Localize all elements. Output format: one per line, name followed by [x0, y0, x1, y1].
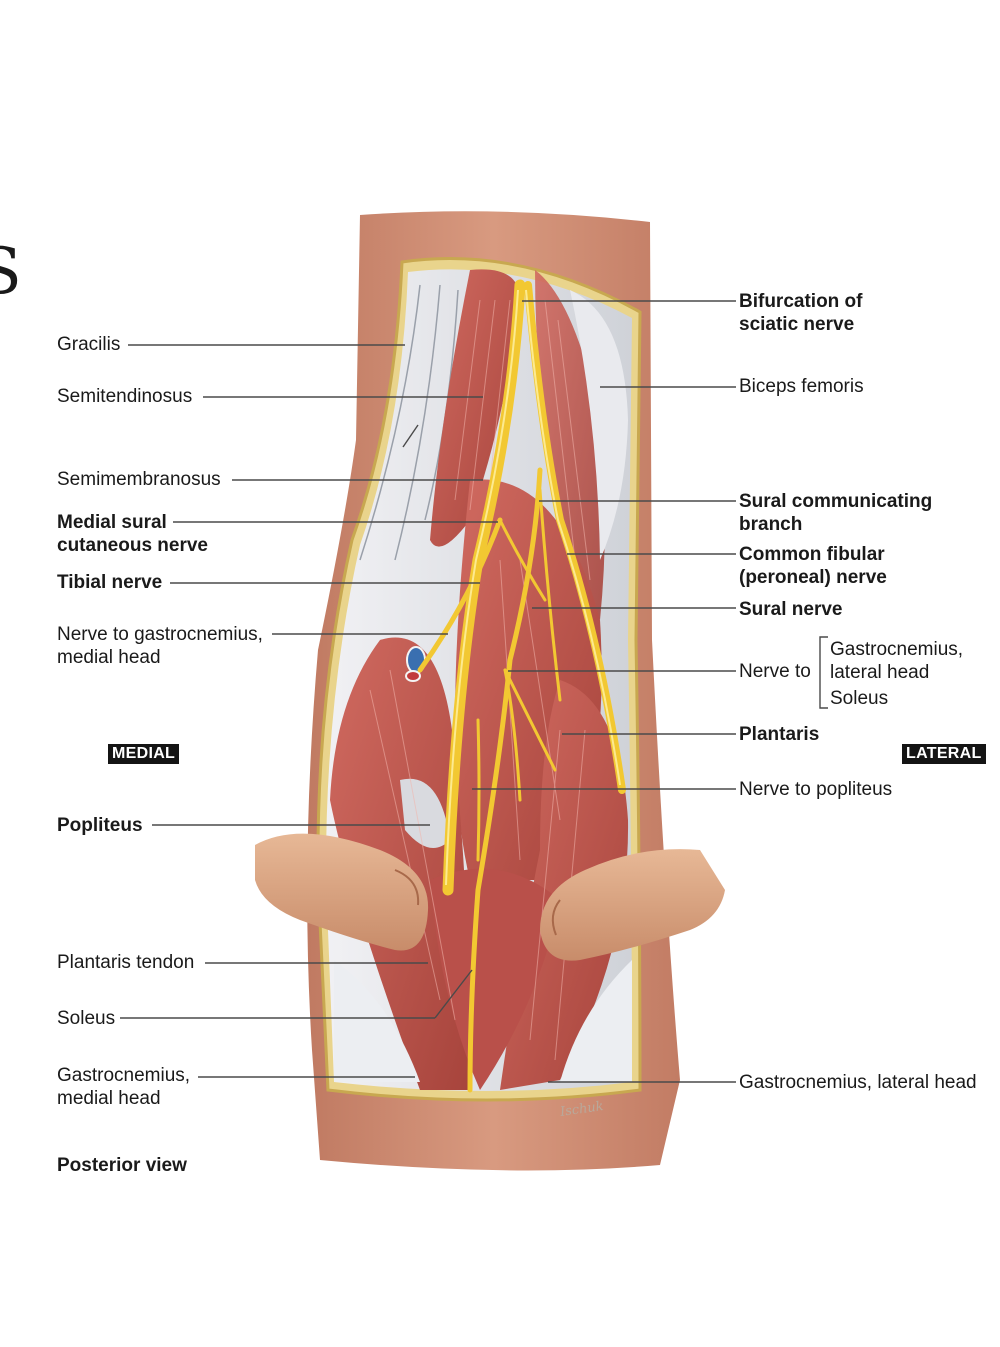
label-semitendinosus: Semitendinosus: [57, 386, 193, 407]
label-medial-sural-cutaneous-nerve: Medial sural cutaneous nerve: [57, 512, 208, 556]
soleus-muscle: [430, 868, 560, 1090]
label-nerve-to-gastrocnemius-lateral-head: Gastrocnemius, lateral head: [830, 639, 964, 683]
nerve-highlight: [445, 289, 621, 886]
semitendinosus-muscle: [430, 269, 520, 547]
label-biceps-femoris: Biceps femoris: [739, 376, 864, 397]
label-plantaris: Plantaris: [739, 724, 820, 745]
label-nerve-to-soleus: Soleus: [830, 688, 889, 709]
label-gastrocnemius-lateral-head: Gastrocnemius, lateral head: [739, 1072, 977, 1093]
label-gastrocnemius-medial-head: Gastrocnemius, medial head: [57, 1065, 191, 1109]
nerves: [417, 279, 626, 1093]
biceps-femoris-fascia: [570, 290, 628, 560]
label-gracilis: Gracilis: [57, 334, 121, 355]
label-nerve-to-gastrocnemius-medial-head: Nerve to gastrocnemius, medial head: [57, 624, 263, 668]
label-plantaris-tendon: Plantaris tendon: [57, 952, 195, 973]
retracting-finger-right: [540, 849, 725, 961]
label-common-fibular-nerve: Common fibular (peroneal) nerve: [739, 544, 887, 588]
label-sural-nerve: Sural nerve: [739, 599, 843, 620]
cropped-letter: S: [0, 240, 22, 304]
label-soleus: Soleus: [57, 1008, 116, 1029]
label-tibial-nerve: Tibial nerve: [57, 572, 163, 593]
medial-orientation-tag: MEDIAL: [108, 744, 180, 764]
nerve-to-bracket: [819, 636, 828, 709]
label-sural-communicating-branch: Sural communicating branch: [739, 491, 933, 535]
popliteus-muscle: [400, 778, 450, 848]
label-semimembranosus: Semimembranosus: [57, 469, 221, 490]
view-caption: Posterior view: [57, 1155, 187, 1176]
leader-lines: [120, 300, 736, 1083]
label-nerve-to: Nerve to: [739, 661, 811, 682]
label-nerve-to-popliteus: Nerve to popliteus: [739, 779, 893, 800]
retracting-finger-left: [255, 833, 429, 951]
lower-fascia-right: [560, 960, 632, 1082]
label-bifurcation-of-sciatic-nerve: Bifurcation of sciatic nerve: [739, 291, 863, 335]
biceps-femoris-muscle: [535, 270, 605, 620]
lower-fascia-left: [334, 960, 420, 1082]
lateral-orientation-tag: LATERAL: [902, 744, 986, 764]
label-popliteus: Popliteus: [57, 815, 143, 836]
